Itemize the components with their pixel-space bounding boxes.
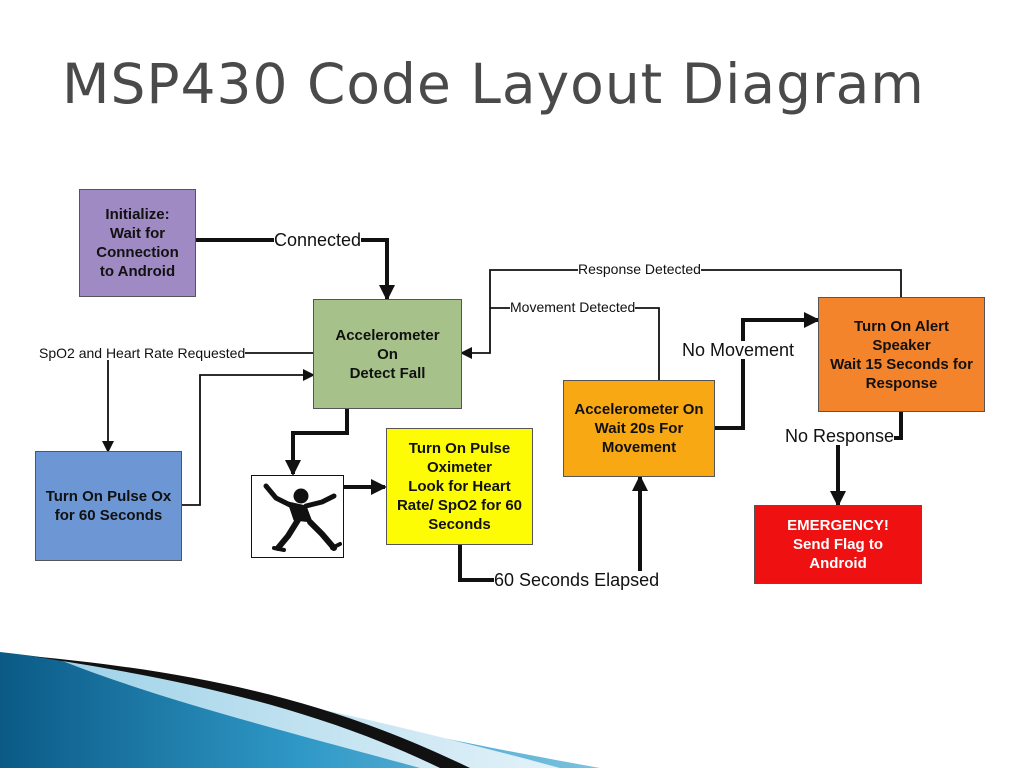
label-connected: Connected xyxy=(274,230,362,250)
edge-movement-detected xyxy=(490,307,660,380)
node-emergency: EMERGENCY! Send Flag to Android xyxy=(754,505,922,584)
label-no-response: No Response xyxy=(785,426,895,446)
edge-pulseox-to-detect xyxy=(182,369,315,506)
node-initialize: Initialize: Wait for Connection to Andro… xyxy=(79,189,196,297)
edge-spo2-requested xyxy=(102,352,313,453)
node-accelerometer-wait: Accelerometer On Wait 20s For Movement xyxy=(563,380,715,477)
edge-detect-to-fall xyxy=(285,409,349,476)
node-pulse-oximeter: Turn On Pulse Oximeter Look for Heart Ra… xyxy=(386,428,533,545)
label-sixty-elapsed: 60 Seconds Elapsed xyxy=(494,570,660,590)
falling-person-icon xyxy=(263,483,342,552)
label-response-detected: Response Detected xyxy=(578,261,701,277)
node-accelerometer-detect-fall: Accelerometer On Detect Fall xyxy=(313,299,462,409)
edge-response-detected xyxy=(460,269,902,359)
label-spo2-requested: SpO2 and Heart Rate Requested xyxy=(39,345,246,361)
label-no-movement: No Movement xyxy=(682,340,795,360)
node-alert-speaker: Turn On Alert Speaker Wait 15 Seconds fo… xyxy=(818,297,985,412)
edge-no-movement xyxy=(715,312,820,430)
decorative-wave xyxy=(0,652,600,768)
falling-person-box xyxy=(251,475,344,558)
node-pulse-ox: Turn On Pulse Ox for 60 Seconds xyxy=(35,451,182,561)
label-movement-detected: Movement Detected xyxy=(510,299,636,315)
edge-connected xyxy=(196,238,395,301)
page-title: MSP430 Code Layout Diagram xyxy=(62,52,925,116)
